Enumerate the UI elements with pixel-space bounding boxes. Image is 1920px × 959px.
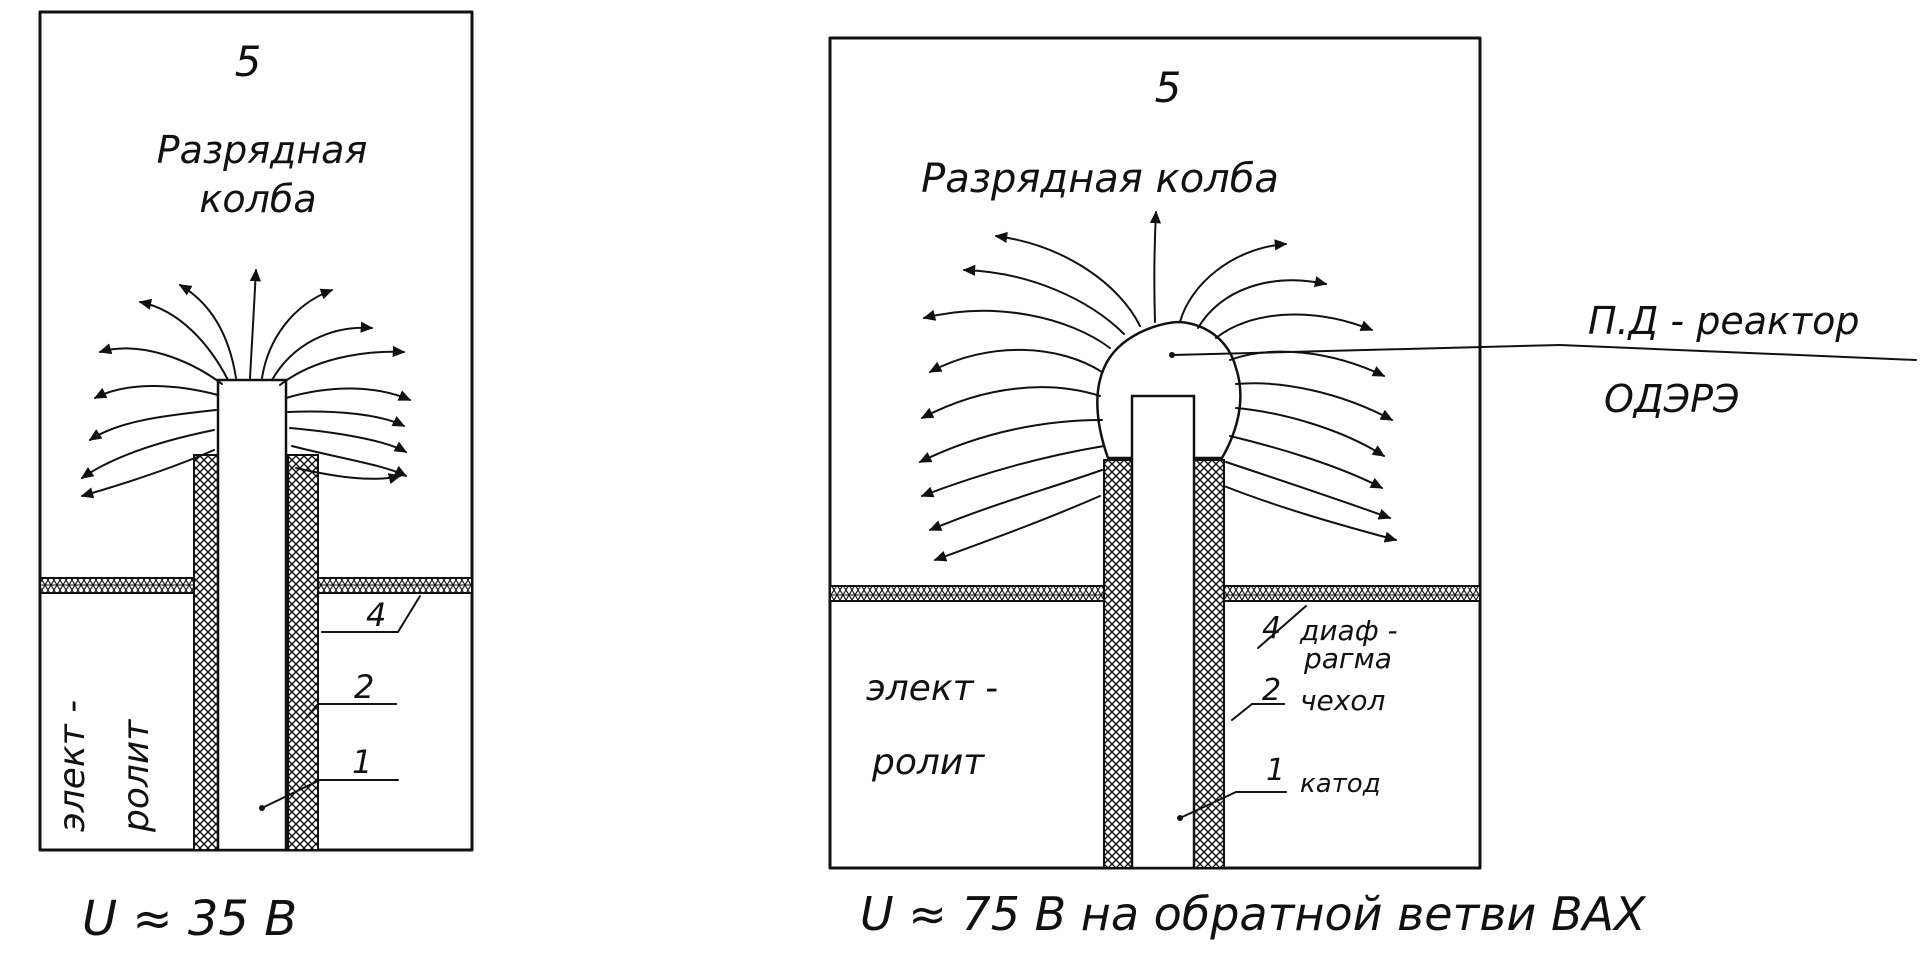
left-flask-label-line1: Разрядная <box>157 128 368 172</box>
right-label-2: 2 <box>1262 673 1281 708</box>
right-cathode-1 <box>1130 394 1196 870</box>
right-electrolyte-line1: элект - <box>866 668 998 709</box>
left-cathode-1 <box>216 378 288 852</box>
right-sheath-2-left <box>1103 459 1135 869</box>
left-voltage: U ≈ 35 В <box>82 891 297 947</box>
right-label-1-text: катод <box>1300 769 1381 799</box>
right-electrolyte-line2: ролит <box>871 742 985 783</box>
right-flask-label: Разрядная колба <box>921 156 1279 202</box>
left-label-1: 1 <box>352 743 372 781</box>
left-electrolyte-line1: элект - <box>52 700 93 832</box>
right-reactor-line1: П.Д - реактор <box>1588 299 1859 343</box>
left-label-4: 4 <box>366 596 386 634</box>
right-label-1: 1 <box>1266 753 1285 788</box>
left-diagram: 5 Разрядная колба <box>38 10 474 947</box>
right-field-lines <box>918 210 1398 562</box>
right-number: 5 <box>1155 63 1182 112</box>
right-label-4-text2: рагма <box>1303 642 1392 675</box>
left-leaders <box>261 595 421 809</box>
left-number: 5 <box>235 37 262 86</box>
right-label-4-text1: диаф - <box>1299 614 1398 647</box>
right-diagram: 5 Разрядная колба <box>828 36 1917 941</box>
right-reactor-line2: ОДЭРЭ <box>1604 377 1740 421</box>
right-label-4: 4 <box>1262 611 1281 646</box>
right-reactor-leader <box>1171 344 1561 356</box>
left-label-2: 2 <box>354 668 374 706</box>
left-electrolyte-label: элект - ролит <box>52 700 157 833</box>
left-flask-label-line2: колба <box>199 177 316 221</box>
right-label-2-text: чехол <box>1300 684 1385 717</box>
right-voltage: U ≈ 75 В на обратной ветви ВАХ <box>860 887 1647 941</box>
right-reactor-underline <box>1559 344 1917 361</box>
right-leaders <box>1179 605 1307 819</box>
right-sheath-2-right <box>1193 459 1225 869</box>
left-electrolyte-line2: ролит <box>116 719 157 833</box>
left-sheath-2-right <box>287 454 319 851</box>
left-field-lines <box>80 268 412 499</box>
